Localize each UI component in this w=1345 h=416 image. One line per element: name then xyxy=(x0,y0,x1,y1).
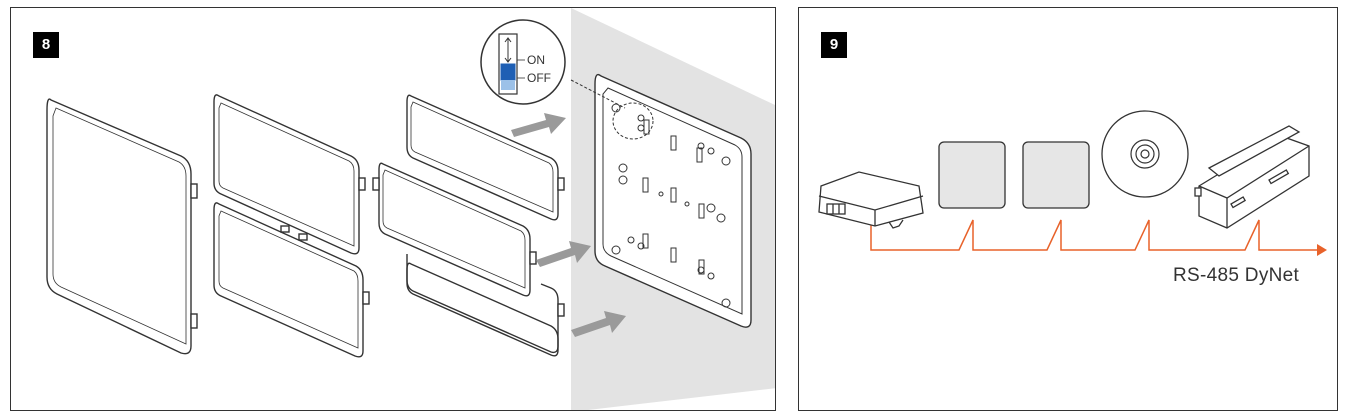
step-number-badge: 8 xyxy=(33,32,59,58)
din-rail-controller xyxy=(1194,125,1310,229)
figure-8-panel: 8 xyxy=(10,7,776,411)
bus-label: RS-485 DyNet xyxy=(1173,265,1300,286)
arrow-middle xyxy=(536,241,591,267)
switch-off-label: OFF xyxy=(527,71,551,85)
arrow-bottom xyxy=(571,311,626,337)
single-faceplate xyxy=(46,98,198,355)
faceplate-assembly-diagram xyxy=(46,8,775,410)
assembly-arrows xyxy=(511,113,626,337)
switch-direction-icon xyxy=(504,37,512,63)
keypad-device-1 xyxy=(938,141,1006,209)
rs485-bus-line xyxy=(870,219,1317,251)
interface-device xyxy=(818,171,924,229)
split-faceplate-bottom xyxy=(213,202,370,358)
callout-leader xyxy=(570,79,626,109)
triple-faceplate-top xyxy=(406,94,565,221)
mounting-backplate xyxy=(594,73,752,328)
step-number-badge: 9 xyxy=(821,32,847,58)
bus-arrowhead xyxy=(1317,244,1327,256)
dip-switch-callout xyxy=(480,19,566,105)
arrow-top xyxy=(511,113,566,137)
switch-on-label: ON xyxy=(527,53,545,67)
triple-faceplate-middle xyxy=(372,162,537,297)
dynet-wiring-diagram xyxy=(818,110,1327,256)
split-faceplate-top xyxy=(213,94,366,255)
keypad-device-2 xyxy=(1022,141,1090,209)
figure-9-panel: 9 xyxy=(798,7,1338,411)
dip-switch-highlight xyxy=(612,102,654,140)
ceiling-sensor-device xyxy=(1101,110,1189,198)
triple-faceplate-bottom xyxy=(406,254,565,357)
dip-switch-slider xyxy=(500,63,516,81)
